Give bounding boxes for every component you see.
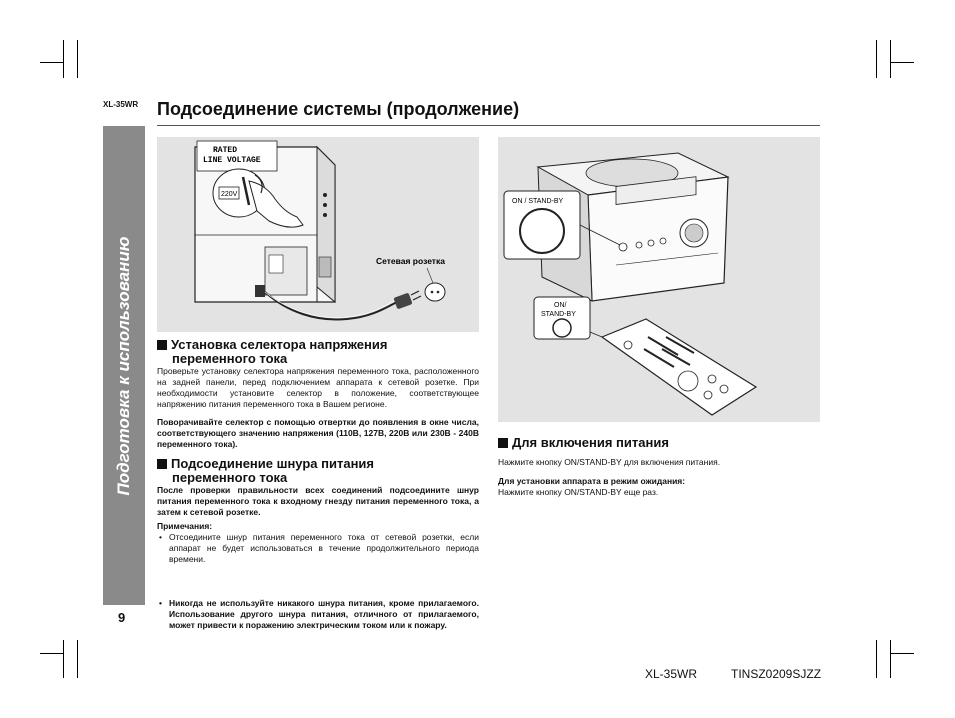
front-panel-illustration: ON / STAND-BY ON/ STAND-BY <box>503 152 758 416</box>
section-sidebar: Подготовка к использованию <box>103 126 145 605</box>
crop-mark <box>77 640 78 678</box>
sidebar-label: Подготовка к использованию <box>114 235 133 496</box>
power-paragraph-2: Нажмите кнопку ON/STAND-BY еще раз. <box>498 487 659 497</box>
heading-bullet-square <box>157 340 167 350</box>
remote-label-1: ON/ <box>554 302 567 309</box>
voltage-paragraph-2: Поворачивайте селектор с помощью отвертк… <box>157 417 479 449</box>
heading-bullet-square <box>157 459 167 469</box>
notes-title: Примечания: <box>157 521 213 531</box>
outlet-label: Сетевая розетка <box>376 256 445 266</box>
rated-label-1: RATED <box>213 146 237 155</box>
crop-mark <box>890 40 891 78</box>
rear-panel-illustration: RATED LINE VOLTAGE 220V Сетевая розетка <box>194 140 446 321</box>
crop-mark <box>63 40 64 78</box>
standby-subheading: Для установки аппарата в режим ожидания: <box>498 476 686 486</box>
page-title: Подсоединение системы (продолжение) <box>157 99 520 119</box>
crop-mark <box>876 640 877 678</box>
figure-rear-panel: RATED LINE VOLTAGE 220V Сетевая розетка <box>157 137 479 332</box>
remote-label-2: STAND-BY <box>541 311 576 318</box>
footer-code: TINSZ0209SJZZ <box>731 667 822 681</box>
on-standby-label: ON / STAND-BY <box>512 198 564 205</box>
footer-model: XL-35WR <box>645 667 698 681</box>
crop-mark <box>40 62 64 63</box>
rated-label-2: LINE VOLTAGE <box>203 156 261 165</box>
crop-mark <box>40 653 64 654</box>
voltage-value: 220V <box>221 191 238 198</box>
crop-mark <box>890 62 914 63</box>
note-item-2: Никогда не используйте никакого шнура пи… <box>157 598 479 630</box>
crop-mark <box>63 640 64 678</box>
heading-power-cord: Подсоединение шнура питания переменного … <box>157 457 479 485</box>
cord-paragraph-1: После проверки правильности всех соедине… <box>157 485 479 517</box>
crop-mark <box>77 40 78 78</box>
voltage-paragraph-1: Проверьте установку селектора напряжения… <box>157 366 479 409</box>
heading-power-on: Для включения питания <box>498 436 820 450</box>
page-number: 9 <box>118 610 126 625</box>
crop-mark <box>890 653 914 654</box>
title-divider <box>157 125 820 126</box>
figure-front-panel: ON / STAND-BY ON/ STAND-BY <box>498 137 820 422</box>
note-item-1: Отсоедините шнур питания переменного ток… <box>157 532 479 564</box>
heading-voltage-selector: Установка селектора напряжения переменно… <box>157 338 479 366</box>
crop-mark <box>876 40 877 78</box>
crop-mark <box>890 640 891 678</box>
heading-bullet-square <box>498 438 508 448</box>
power-paragraph-1: Нажмите кнопку ON/STAND-BY для включения… <box>498 457 721 467</box>
model-label-small: XL-35WR <box>103 100 139 109</box>
